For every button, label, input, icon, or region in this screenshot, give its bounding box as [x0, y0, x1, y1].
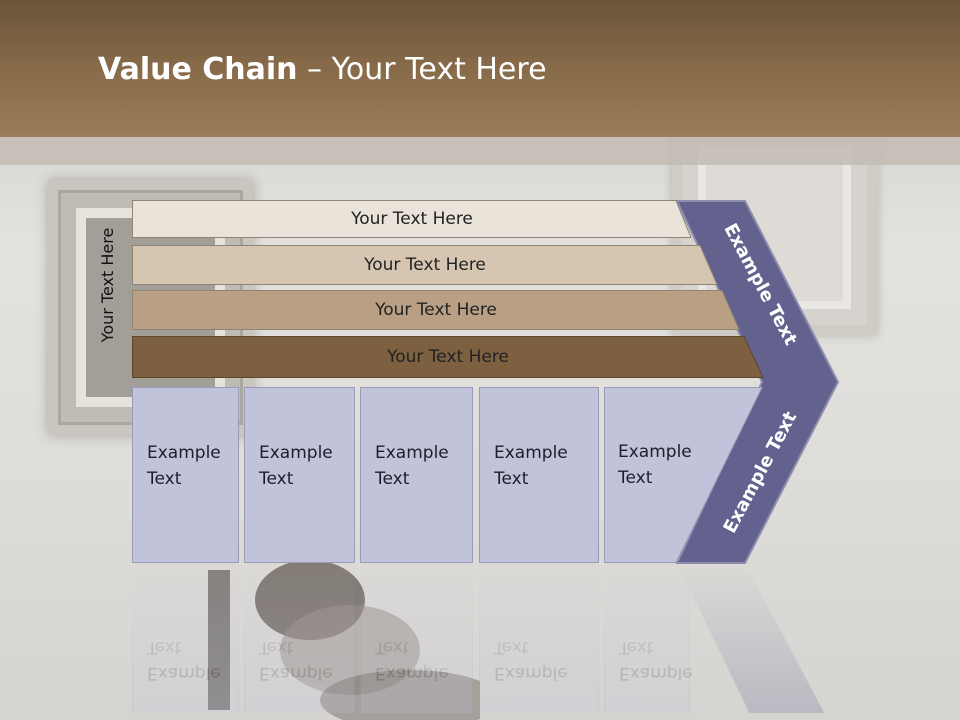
- title-bold: Value Chain: [98, 52, 298, 87]
- support-row-4-shape: [132, 336, 764, 378]
- support-row-3-shape: [132, 290, 740, 330]
- primary-box-3-line1: Example: [375, 443, 449, 463]
- primary-box-1-line1: Example: [147, 443, 221, 463]
- seated-figure-image: [208, 560, 480, 720]
- primary-box-5-line2: Text: [618, 468, 653, 488]
- primary-box-4-line2: Text: [494, 469, 529, 489]
- support-row-1-label: Your Text Here: [351, 209, 473, 229]
- primary-box-2-line1: Example: [259, 443, 333, 463]
- support-row-1-shape: [132, 200, 692, 238]
- header-band: [0, 137, 960, 165]
- support-row-4-label: Your Text Here: [387, 347, 509, 367]
- support-row-1: Your Text Here: [132, 200, 692, 238]
- support-row-2: Your Text Here: [132, 245, 718, 285]
- support-row-2-label: Your Text Here: [364, 255, 486, 275]
- support-row-3-label: Your Text Here: [375, 300, 497, 320]
- primary-box-3-line2: Text: [375, 469, 410, 489]
- primary-box-5-shape: [604, 387, 763, 563]
- support-row-3: Your Text Here: [132, 290, 740, 330]
- primary-box-2-line2: Text: [259, 469, 294, 489]
- reflect-chevron: [677, 563, 838, 713]
- slide-title: Value Chain – Your Text Here: [98, 52, 547, 87]
- primary-box-1-line2: Text: [147, 469, 182, 489]
- primary-box-4-line1: Example: [494, 443, 568, 463]
- primary-box-5-line1: Example: [618, 442, 692, 462]
- title-rest: – Your Text Here: [297, 52, 547, 87]
- support-row-2-shape: [132, 245, 718, 285]
- header-bar: [0, 0, 960, 137]
- support-row-4: Your Text Here: [132, 336, 764, 378]
